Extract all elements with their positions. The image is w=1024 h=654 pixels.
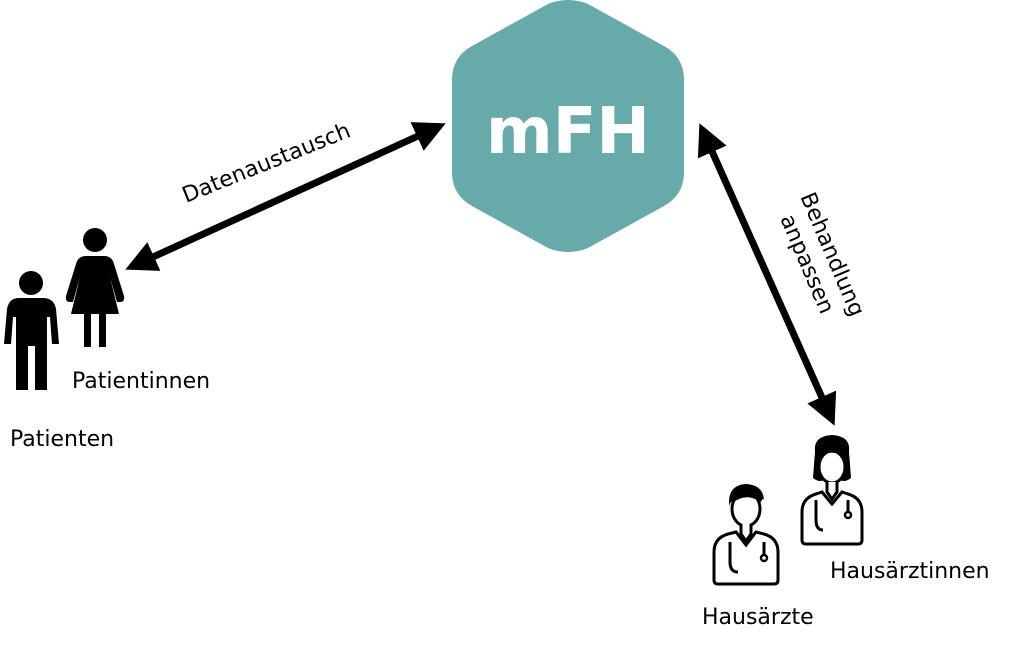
hausaerztinnen-label: Hausärztinnen xyxy=(830,559,990,584)
double-arrow-icon xyxy=(125,122,446,271)
doctor-male-icon xyxy=(712,484,780,586)
double-arrow-icon xyxy=(697,123,837,426)
hub-hexagon: mFH xyxy=(452,0,684,252)
hexagon-icon xyxy=(452,0,684,252)
hausaerzte-label: Hausärzte xyxy=(702,605,814,630)
patient-male-icon xyxy=(4,271,59,390)
patient-female-icon xyxy=(65,228,125,347)
patienten-label: Patienten xyxy=(10,427,115,452)
doctor-female-icon xyxy=(800,435,864,546)
patientinnen-label: Patientinnen xyxy=(72,369,211,394)
hub-label: mFH xyxy=(486,95,650,169)
